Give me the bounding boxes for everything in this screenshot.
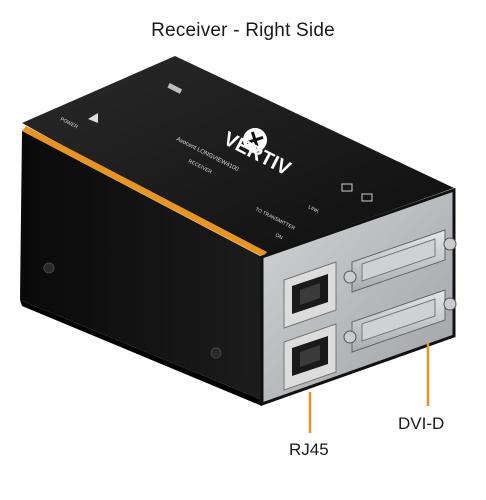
enclosure-side	[20, 131, 262, 400]
dvi-callout-label: DVI-D	[398, 414, 445, 433]
power-icon	[88, 113, 98, 123]
dvi-port-lower	[343, 289, 457, 353]
status-led	[361, 193, 373, 202]
accent-stripe	[22, 126, 267, 257]
caption-title: Receiver - Right Side	[151, 20, 335, 41]
usb-icon	[167, 83, 183, 94]
on-label: ON	[274, 232, 284, 241]
rj45-port-lower	[283, 323, 337, 391]
link-label: LINK	[307, 204, 320, 215]
side-screw	[43, 262, 55, 274]
vertiv-logo	[243, 128, 267, 152]
dvi-port-upper	[343, 229, 457, 293]
side-screw	[210, 347, 222, 359]
rj45-port-upper	[283, 261, 337, 329]
status-led	[341, 183, 353, 192]
rj45-callout-label: RJ45	[289, 440, 329, 459]
enclosure-top	[22, 56, 454, 256]
